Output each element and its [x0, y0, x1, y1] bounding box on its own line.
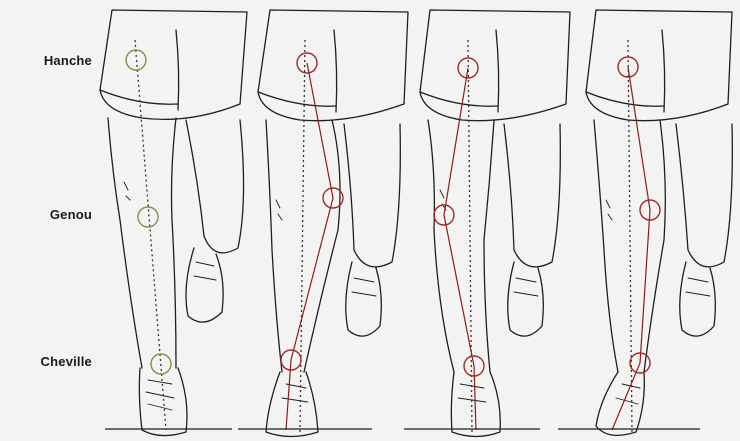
- swing-leg: [676, 124, 732, 267]
- shorts-outline: [586, 10, 732, 121]
- standing-leg-outer: [266, 120, 282, 372]
- runner-figure-4: [586, 10, 732, 435]
- shorts-outline: [100, 10, 247, 119]
- plumb-line: [300, 40, 305, 432]
- swing-shoe: [508, 262, 544, 336]
- alignment-figure-2: [281, 40, 343, 432]
- shorts-hem: [586, 92, 664, 106]
- runner-figure-2: [258, 10, 408, 437]
- standing-shoe: [266, 372, 318, 437]
- runner-figure-3: [420, 10, 570, 437]
- swing-leg: [344, 124, 400, 267]
- swing-shoe: [346, 262, 382, 336]
- standing-shoe: [139, 368, 187, 436]
- standing-leg-inner: [172, 118, 177, 368]
- plumb-line: [628, 40, 632, 432]
- swing-leg: [186, 120, 244, 253]
- swing-shoe: [186, 248, 223, 322]
- standing-leg-inner: [304, 120, 340, 372]
- plumb-line: [468, 40, 472, 432]
- standing-leg-outer: [594, 120, 618, 372]
- standing-leg-outer: [108, 118, 142, 368]
- standing-leg-inner: [484, 120, 494, 372]
- shorts-outline: [258, 10, 408, 121]
- swing-shoe: [680, 262, 716, 336]
- alignment-figure-4: [612, 40, 660, 432]
- alignment-figure-1: [126, 40, 171, 430]
- shorts-hem: [258, 92, 336, 106]
- swing-leg: [504, 124, 560, 267]
- runner-figure-1: [100, 10, 247, 436]
- shorts-crease: [176, 30, 179, 110]
- shorts-outline: [420, 10, 570, 121]
- shorts-hem: [420, 92, 498, 106]
- shorts-hem: [100, 90, 178, 104]
